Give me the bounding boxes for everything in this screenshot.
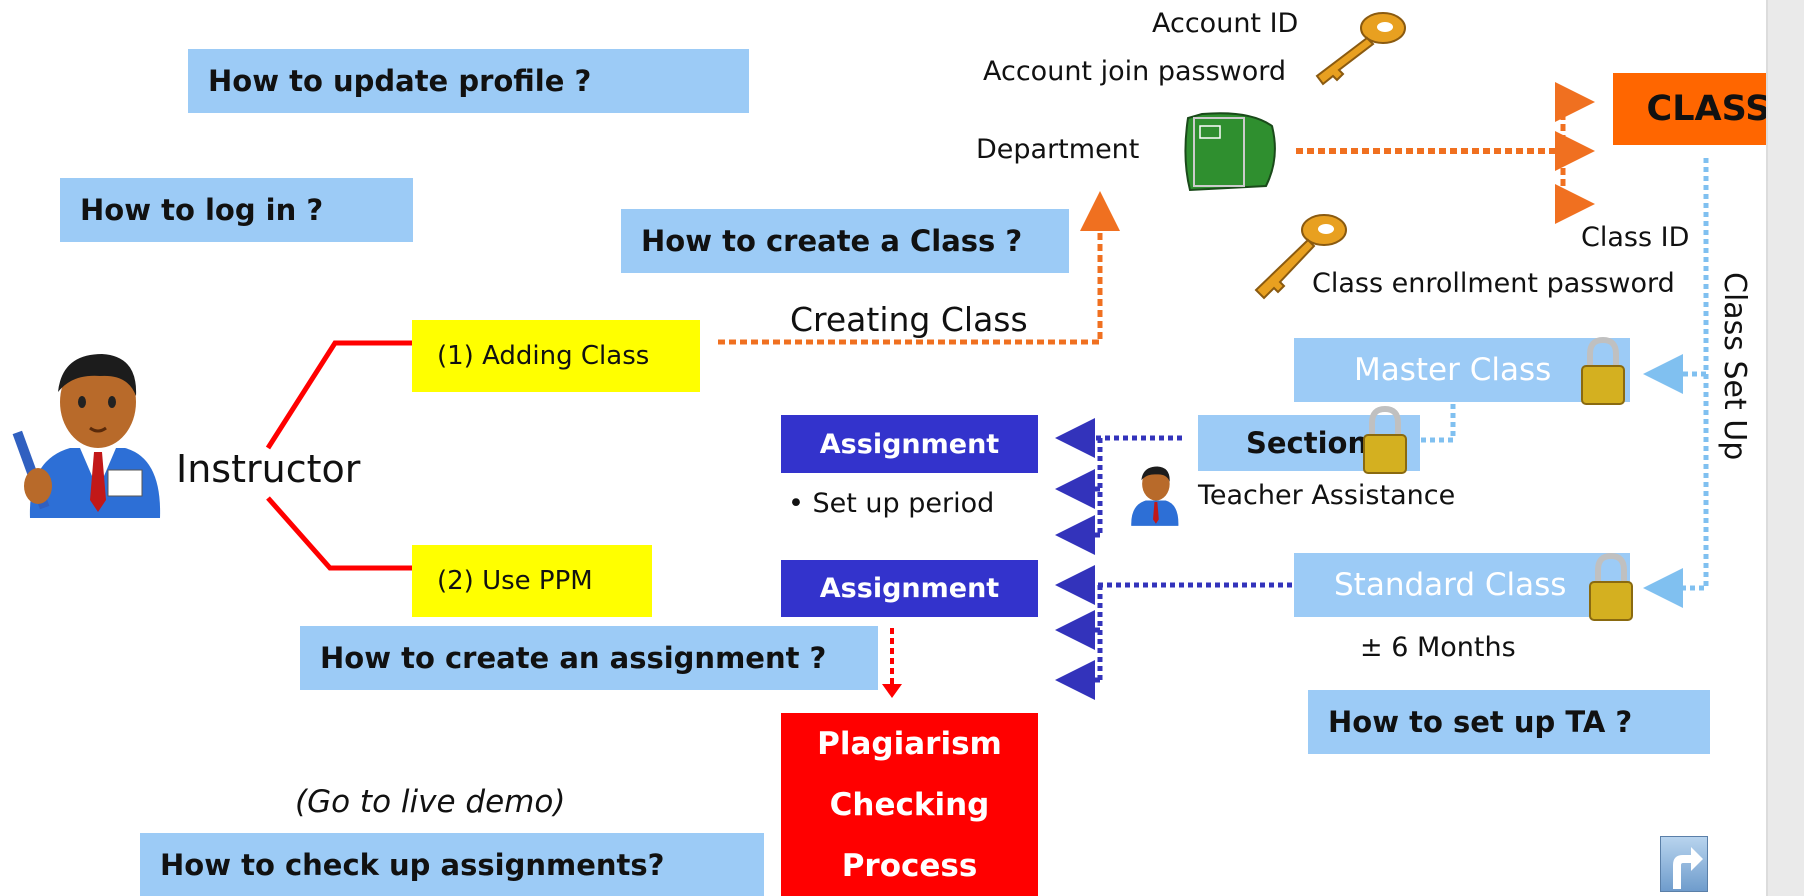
branch-line-use-ppm [266,496,412,571]
instructor-label: Instructor [176,447,361,491]
department-icon [1184,112,1276,192]
account-key-icon [1315,12,1406,86]
live-demo-label[interactable]: (Go to live demo) [295,784,566,820]
teacher-assistance-label: Teacher Assistance [1198,480,1456,511]
help-create-class[interactable]: How to create a Class ? [621,209,1069,273]
help-update-profile[interactable]: How to update profile ? [188,49,749,113]
plagiarism-checking-box[interactable]: Plagiarism Checking Process [781,713,1038,896]
department-label: Department [976,134,1140,165]
branch-line-adding-class [265,340,412,450]
master-class-lock-icon [1581,336,1625,405]
plagiarism-line-3: Process [841,847,978,884]
class-key-icon [1254,214,1347,300]
step-adding-class[interactable]: (1) Adding Class [412,320,700,392]
help-create-assignment[interactable]: How to create an assignment ? [300,626,878,690]
class-id-label: Class ID [1581,222,1690,253]
assignment-set-up-period: • Set up period [788,488,995,519]
teacher-assistant-avatar-icon [1131,466,1179,526]
master-to-section-line [1418,404,1456,443]
plagiarism-line-1: Plagiarism [817,725,1002,762]
plagiarism-line-2: Checking [829,786,990,823]
class-password-label: Class enrollment password [1312,268,1675,299]
return-button[interactable] [1660,836,1708,892]
instructor-avatar-icon [12,354,161,518]
master-class-box[interactable]: Master Class [1294,338,1630,402]
step-use-ppm[interactable]: (2) Use PPM [412,545,652,617]
assignment-box-2[interactable]: Assignment [781,560,1038,617]
account-password-label: Account join password [983,56,1286,87]
help-set-up-ta[interactable]: How to set up TA ? [1308,690,1710,754]
help-log-in[interactable]: How to log in ? [60,178,413,242]
creating-class-label: Creating Class [790,300,1028,339]
section-lock-icon [1363,405,1407,474]
standard-class-lock-icon [1589,552,1633,621]
return-arrow-icon [1673,847,1703,889]
account-id-label: Account ID [1152,8,1299,39]
standard-class-box[interactable]: Standard Class [1294,553,1630,617]
class-set-up-label: Class Set Up [1717,272,1752,461]
assignment-box-1[interactable]: Assignment [781,415,1038,473]
side-scroll-bar [1766,0,1804,896]
creating-class-arrow [718,191,1120,345]
help-check-assignments[interactable]: How to check up assignments? [140,833,764,896]
standard-duration-label: ± 6 Months [1360,632,1516,663]
class-setup-line [1643,158,1709,608]
